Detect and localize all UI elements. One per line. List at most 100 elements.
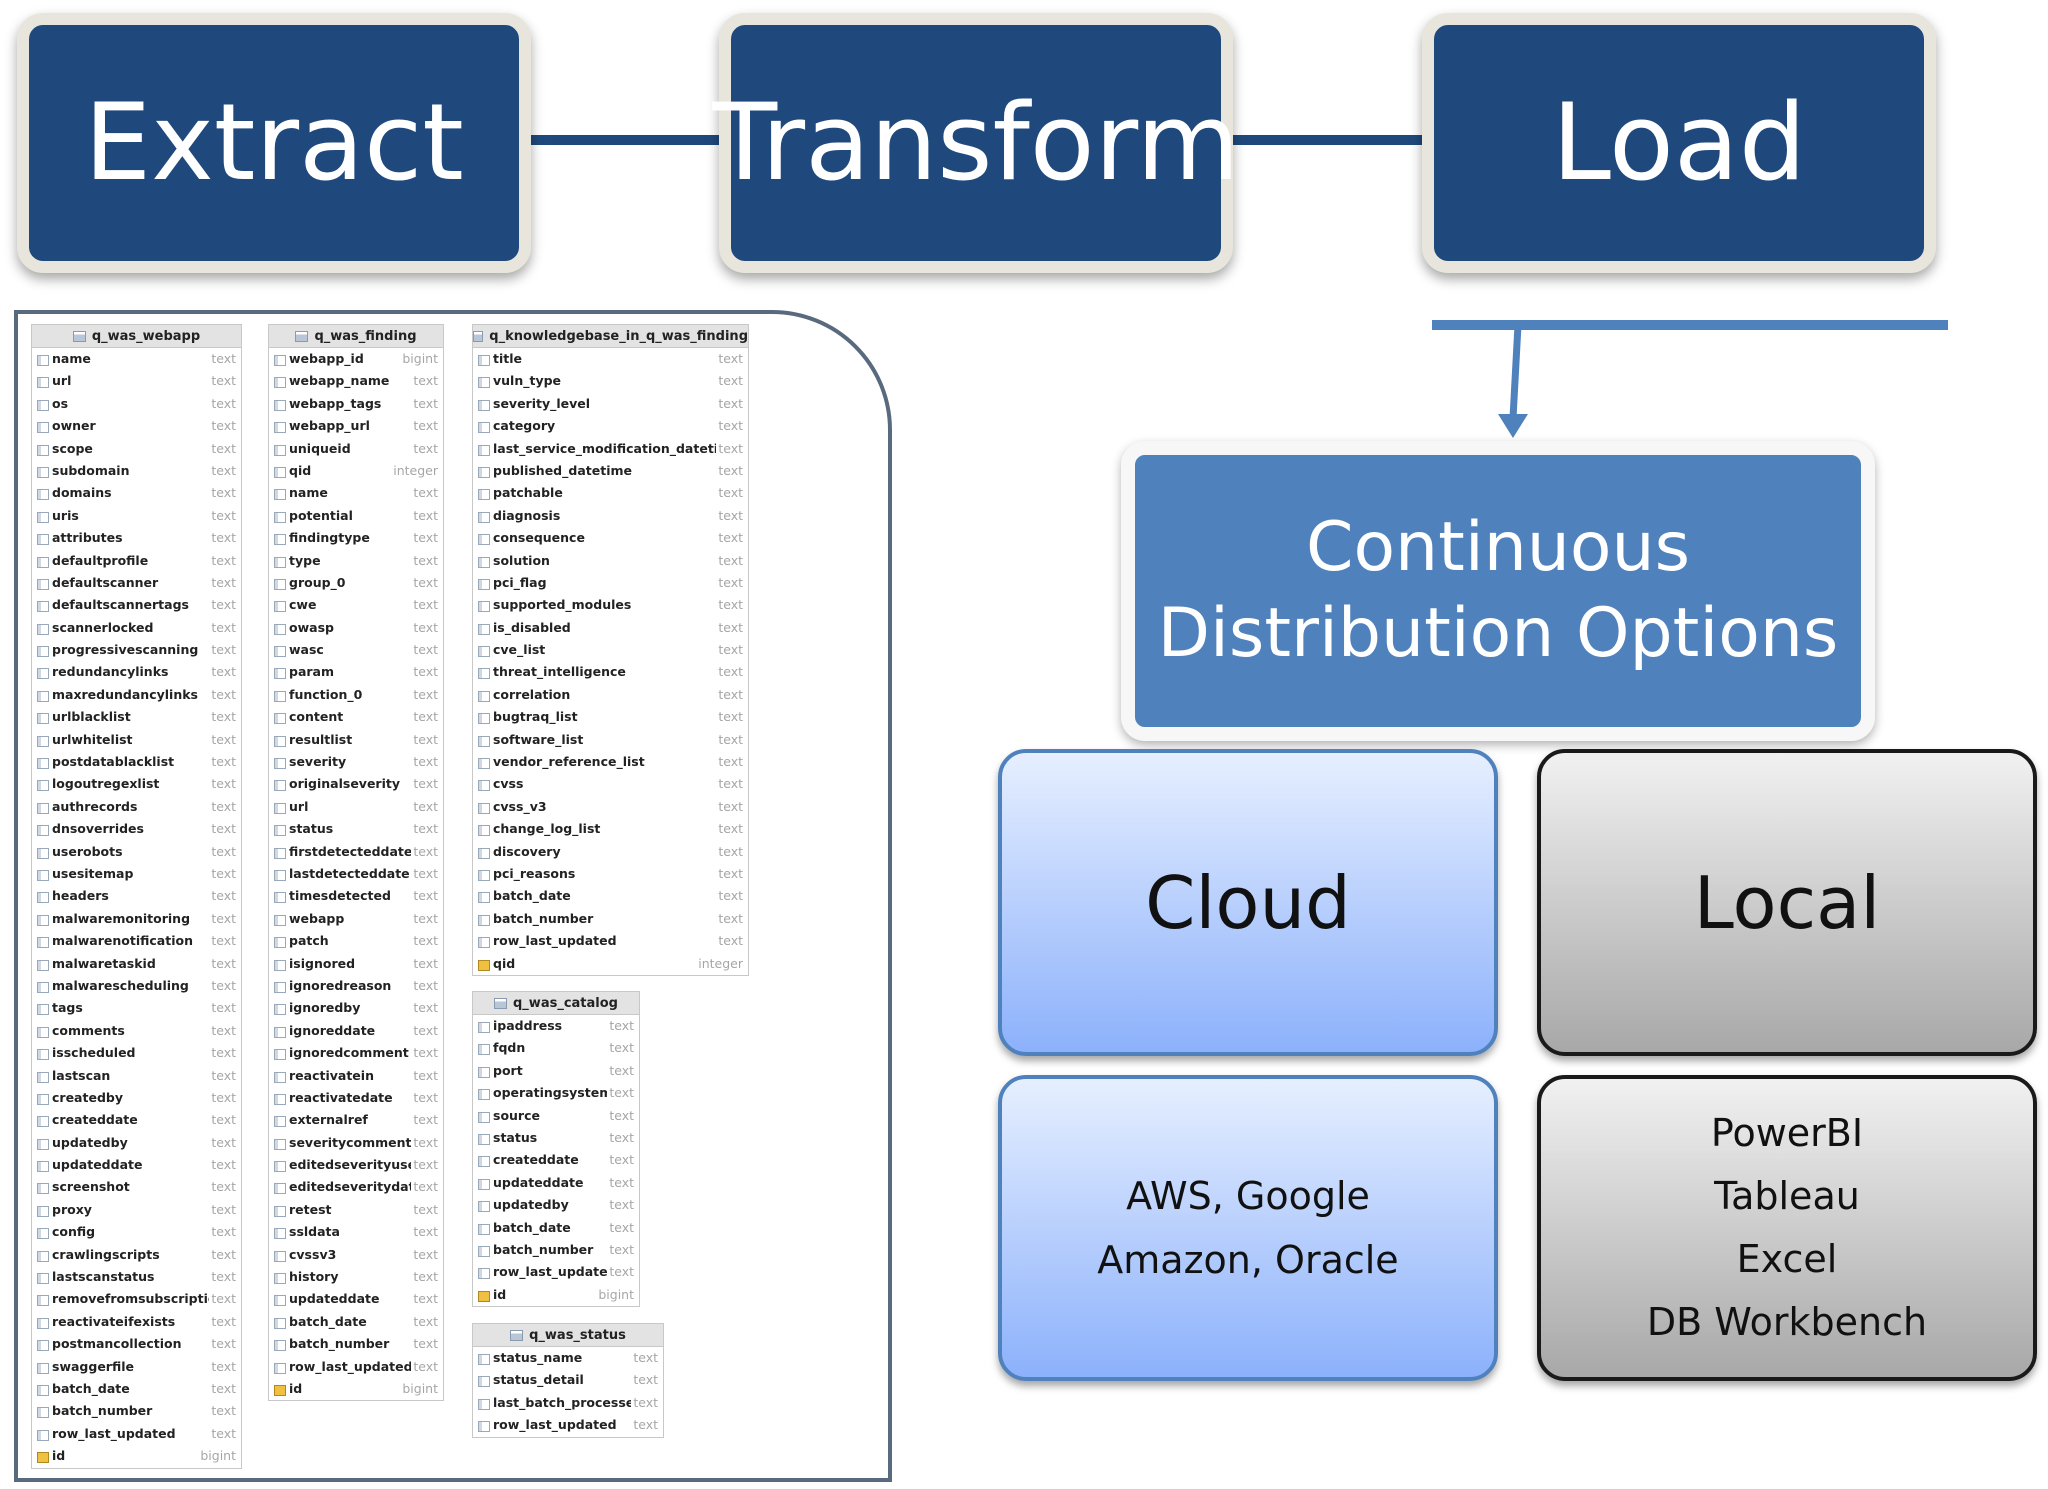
table-icon xyxy=(295,330,309,342)
column-name: patch xyxy=(289,933,329,949)
column-name: cwe xyxy=(289,597,317,613)
column-type: bigint xyxy=(198,1445,236,1468)
column-icon xyxy=(274,869,286,881)
column-icon xyxy=(274,1295,286,1307)
local-box: Local xyxy=(1537,749,2037,1056)
column-icon xyxy=(478,668,490,680)
table-header: q_was_status xyxy=(473,1324,663,1347)
column-type: text xyxy=(209,415,236,438)
column-name: findingtype xyxy=(289,530,370,546)
column-name: uniqueid xyxy=(289,440,351,456)
column-type: text xyxy=(209,1400,236,1423)
column-name: urlblacklist xyxy=(52,709,131,725)
table-header: q_knowledgebase_in_q_was_finding xyxy=(473,325,748,348)
column-name: history xyxy=(289,1269,339,1285)
column-icon xyxy=(478,1245,490,1257)
transform-box: Transform xyxy=(712,13,1240,273)
column-name: vuln_type xyxy=(493,373,562,389)
column-type: text xyxy=(209,1086,236,1110)
column-icon xyxy=(37,1295,49,1307)
table-name: q_was_webapp xyxy=(91,328,201,344)
column-icon xyxy=(478,892,490,904)
column-icon xyxy=(478,534,490,546)
column-type: text xyxy=(411,571,438,595)
column-name: originalseverity xyxy=(289,776,401,792)
column-name: status xyxy=(493,1129,538,1145)
column-icon xyxy=(37,780,49,792)
column-type: text xyxy=(716,795,743,819)
column-name: group_0 xyxy=(289,574,346,590)
column-icon xyxy=(274,959,286,971)
column-type: integer xyxy=(391,459,438,483)
column-name: row_last_updated xyxy=(493,1264,617,1280)
column-name: id xyxy=(52,1448,66,1464)
local-label: Local xyxy=(1693,860,1881,945)
column-icon xyxy=(274,735,286,747)
column-icon xyxy=(37,1071,49,1083)
column-name: postmancollection xyxy=(52,1336,182,1352)
table-icon xyxy=(494,997,507,1009)
column-icon xyxy=(37,1228,49,1240)
column-name: function_0 xyxy=(289,686,363,702)
column-icon xyxy=(37,869,49,881)
column-type: text xyxy=(209,930,236,953)
column-name: resultlist xyxy=(289,731,353,747)
column-type: text xyxy=(631,1369,658,1392)
column-type: text xyxy=(607,1104,634,1127)
column-name: qid xyxy=(289,462,312,478)
column-type: text xyxy=(411,930,438,953)
column-type: text xyxy=(411,616,438,640)
column-icon xyxy=(37,1273,49,1285)
column-name: updateddate xyxy=(52,1157,143,1173)
column-name: severity xyxy=(289,754,347,770)
column-icon xyxy=(37,444,49,456)
column-icon xyxy=(478,1268,490,1280)
table-name: q_was_catalog xyxy=(513,995,618,1011)
column-type: text xyxy=(411,392,438,416)
column-type: text xyxy=(411,728,438,752)
column-icon xyxy=(37,847,49,859)
column-name: pci_flag xyxy=(493,574,547,590)
column-icon xyxy=(37,1250,49,1262)
column-icon xyxy=(478,690,490,702)
column-icon xyxy=(37,1362,49,1374)
column-icon xyxy=(478,802,490,814)
column-name: batch_number xyxy=(289,1336,390,1352)
column-icon xyxy=(478,399,490,411)
column-type: text xyxy=(209,1221,236,1244)
column-name: row_last_updated xyxy=(52,1425,176,1441)
column-name: diagnosis xyxy=(493,507,561,523)
column-icon xyxy=(37,892,49,904)
column-type: text xyxy=(716,639,743,662)
column-name: createddate xyxy=(493,1152,579,1168)
column-name: isignored xyxy=(289,955,356,971)
column-type: text xyxy=(411,639,438,662)
column-name: externalref xyxy=(289,1112,368,1128)
column-name: severitycomment xyxy=(289,1134,412,1150)
column-type: text xyxy=(411,1333,438,1356)
column-icon xyxy=(37,959,49,971)
local-option-line: Excel xyxy=(1736,1237,1838,1281)
